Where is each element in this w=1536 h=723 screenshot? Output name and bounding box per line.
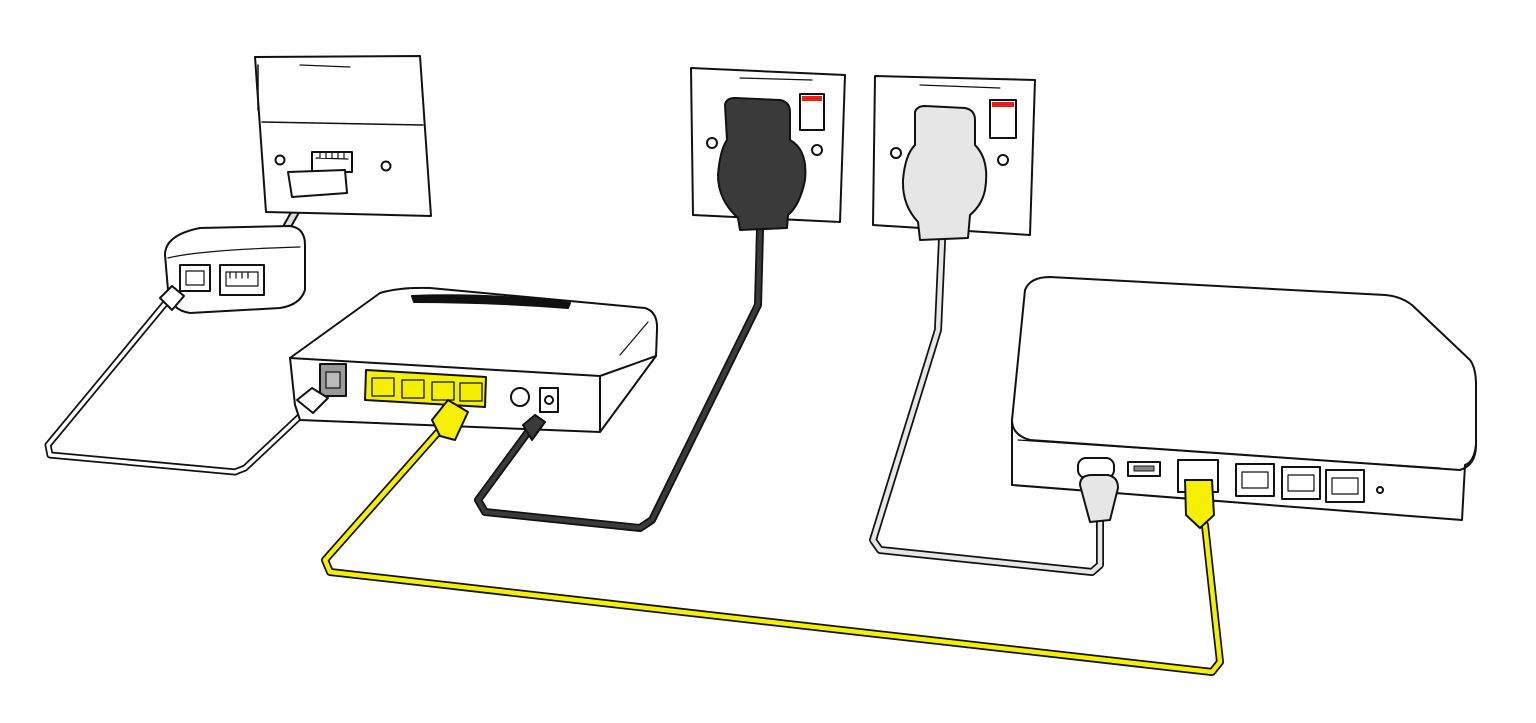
power-socket-left bbox=[690, 67, 846, 231]
router bbox=[289, 286, 659, 441]
screw-icon bbox=[274, 154, 286, 166]
ethernet-cable bbox=[321, 426, 1224, 676]
phone-port bbox=[179, 264, 211, 292]
phone-plug bbox=[287, 169, 348, 198]
router-power-button bbox=[510, 387, 530, 407]
power-plug-light bbox=[901, 105, 988, 241]
phone-cable-filter-to-router bbox=[44, 296, 316, 476]
power-cable-light bbox=[869, 236, 1104, 576]
power-adapter-dark bbox=[717, 97, 807, 231]
network-hub-box bbox=[1011, 276, 1477, 529]
hub-status-led bbox=[1376, 486, 1384, 494]
router-status-light-bar bbox=[411, 294, 571, 309]
phone-plug bbox=[159, 285, 185, 311]
power-jack-plug bbox=[522, 414, 546, 441]
router-lan-ports bbox=[364, 369, 487, 408]
power-plug-light bbox=[1079, 474, 1119, 523]
power-cable-dark bbox=[474, 226, 764, 532]
power-socket-right bbox=[872, 75, 1036, 241]
screw-icon bbox=[380, 160, 392, 172]
phone-plug bbox=[296, 387, 329, 414]
adsl-port bbox=[219, 264, 265, 296]
ethernet-plug bbox=[431, 399, 469, 441]
microfilter bbox=[159, 225, 306, 314]
phone-wall-socket bbox=[254, 55, 432, 217]
router-power-jack bbox=[539, 387, 559, 413]
ethernet-plug bbox=[1184, 479, 1215, 529]
